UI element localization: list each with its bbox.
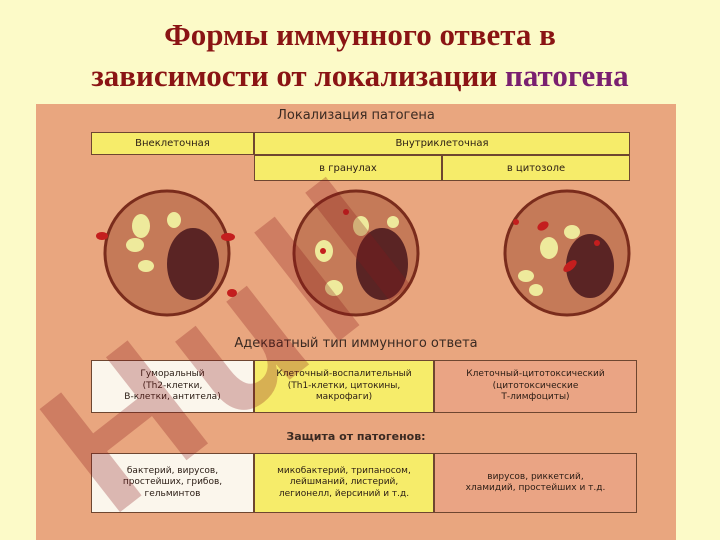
extracellular-header: Внеклеточная xyxy=(91,132,254,155)
title-line-2-main: зависимости от локализации xyxy=(91,58,505,93)
humoral-protection-cell: бактерий, вирусов, простейших, грибов, г… xyxy=(91,453,254,513)
cytosol-cell-illustration xyxy=(503,189,631,317)
intracellular-header: Внутриклеточная xyxy=(254,132,630,155)
protection-title: Защита от патогенов: xyxy=(286,430,426,443)
immune-response-figure: Локализация патогена Внеклеточная Внутри… xyxy=(36,104,676,540)
title-line-1: Формы иммунного ответа в xyxy=(164,17,556,52)
inflammatory-response-cell: Клеточный-воспалительный (Th1-клетки, ци… xyxy=(254,360,434,413)
cell-illustrations xyxy=(96,189,631,317)
page-title: Формы иммунного ответа в зависимости от … xyxy=(0,14,720,96)
title-line-2: зависимости от локализации патогена xyxy=(0,55,720,96)
cytotoxic-response-cell: Клеточный-цитотоксический (цитотоксическ… xyxy=(434,360,637,413)
adequate-response-title: Адекватный тип иммунного ответа xyxy=(234,336,478,351)
granule-cell-illustration xyxy=(292,189,420,317)
in-granules-header: в гранулах xyxy=(254,155,442,181)
title-accent-word: патогена xyxy=(504,58,629,93)
localization-title: Локализация патогена xyxy=(277,108,435,123)
extracellular-cell-illustration xyxy=(96,189,237,317)
humoral-response-cell: Гуморальный (Th2-клетки, В-клетки, антит… xyxy=(91,360,254,413)
in-cytosol-header: в цитозоле xyxy=(442,155,630,181)
cytotoxic-protection-cell: вирусов, риккетсий, хламидий, простейших… xyxy=(434,453,637,513)
inflammatory-protection-cell: микобактерий, трипаносом, лейшманий, лис… xyxy=(254,453,434,513)
